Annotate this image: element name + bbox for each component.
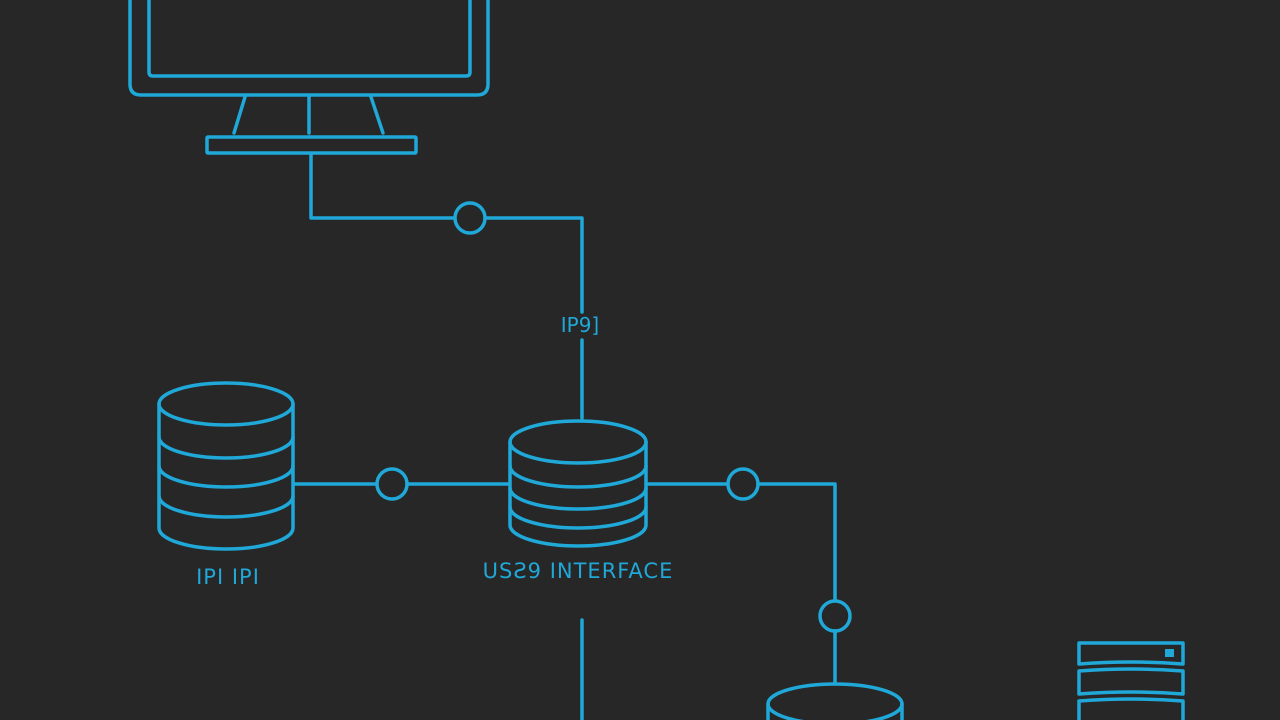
monitor-icon [128, 0, 490, 155]
connector-center-bottom [646, 467, 852, 686]
center-db-label: USƧ9 INTERFACE [482, 559, 674, 583]
connector-label: IP9] [560, 313, 600, 337]
database-icon-center [508, 419, 648, 548]
left-db-label: IPI IPI [196, 565, 260, 589]
server-icon [1077, 641, 1185, 720]
junction-node-1 [453, 201, 487, 235]
database-icon-bottom [766, 682, 904, 720]
connector-left-center [293, 467, 511, 501]
connector-monitor-center [309, 153, 584, 420]
junction-node-3 [726, 467, 760, 501]
database-icon-left [157, 381, 295, 551]
junction-node-4 [818, 599, 852, 633]
junction-node-2 [375, 467, 409, 501]
